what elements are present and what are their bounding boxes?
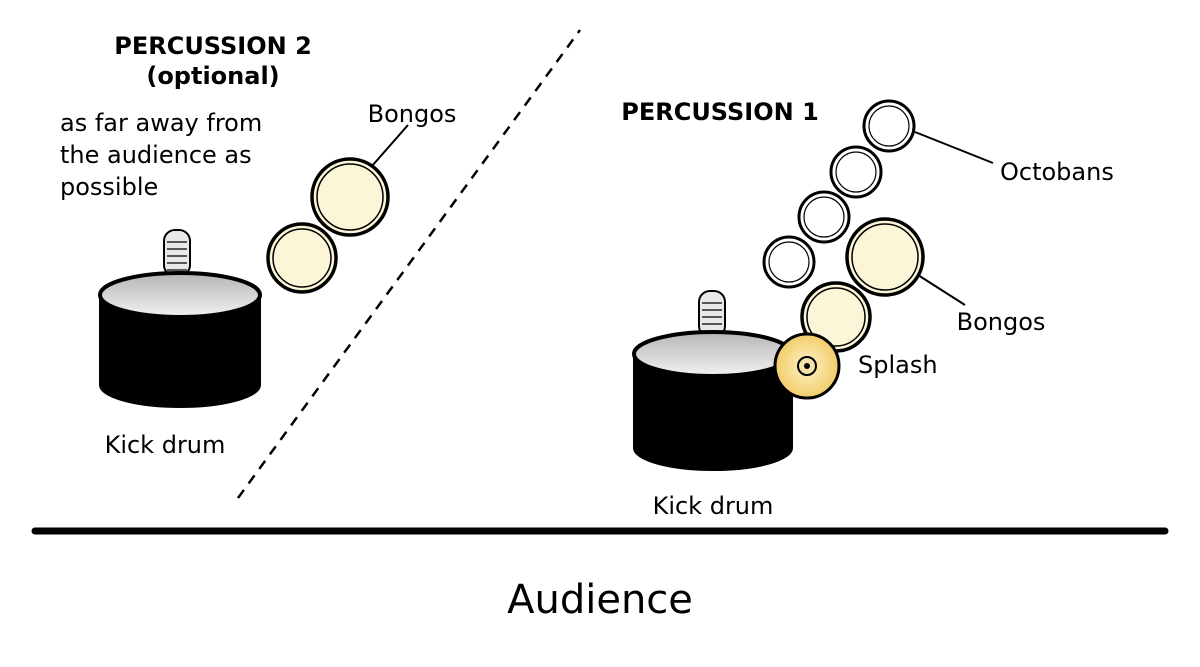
percussion-2-bongos-label: Bongos (368, 100, 457, 128)
percussion-1-bongos (800, 217, 925, 353)
bongo-drum-large (845, 217, 925, 297)
bongos-leader-line-2 (371, 124, 409, 167)
percussion-2-note-line-1: as far away from (60, 109, 262, 137)
percussion-1-bongos-label: Bongos (957, 308, 1046, 336)
octobans-leader-line (914, 131, 994, 164)
octoban-3 (797, 190, 851, 244)
kick-drum-shell (99, 294, 261, 408)
percussion-2-kick-drum (98, 229, 262, 408)
percussion-1-kick-drum (632, 290, 794, 471)
octobans-label: Octobans (1000, 158, 1114, 186)
bongo-drum-small (266, 222, 338, 294)
octoban-1 (862, 99, 916, 153)
percussion-1-kick-label: Kick drum (653, 492, 774, 520)
percussion-2-subheading: (optional) (146, 62, 279, 90)
percussion-2-kick-label: Kick drum (105, 431, 226, 459)
kick-drum-head (98, 271, 262, 319)
divider-line (236, 29, 582, 499)
bongo-drum-large (310, 157, 390, 237)
kick-drum-shell (633, 353, 793, 471)
percussion-2-group: PERCUSSION 2 (optional) as far away from… (60, 32, 456, 459)
percussion-2-heading: PERCUSSION 2 (114, 32, 312, 60)
audience-label: Audience (507, 577, 693, 623)
percussion-2-note-line-3: possible (60, 173, 158, 201)
percussion-2-bongos (266, 157, 390, 294)
kick-pedal-beater (163, 229, 191, 277)
splash-label: Splash (858, 351, 938, 379)
percussion-1-heading: PERCUSSION 1 (621, 98, 819, 126)
octobans (762, 99, 916, 289)
splash-cymbal (773, 332, 841, 400)
percussion-2-note-line-2: the audience as (60, 141, 252, 169)
octoban-2 (829, 145, 883, 199)
octoban-4 (762, 235, 816, 289)
bongos-leader-line-1 (917, 274, 966, 306)
percussion-1-group: PERCUSSION 1 Octobans Bongos (621, 98, 1114, 520)
kick-drum-head (632, 330, 794, 378)
